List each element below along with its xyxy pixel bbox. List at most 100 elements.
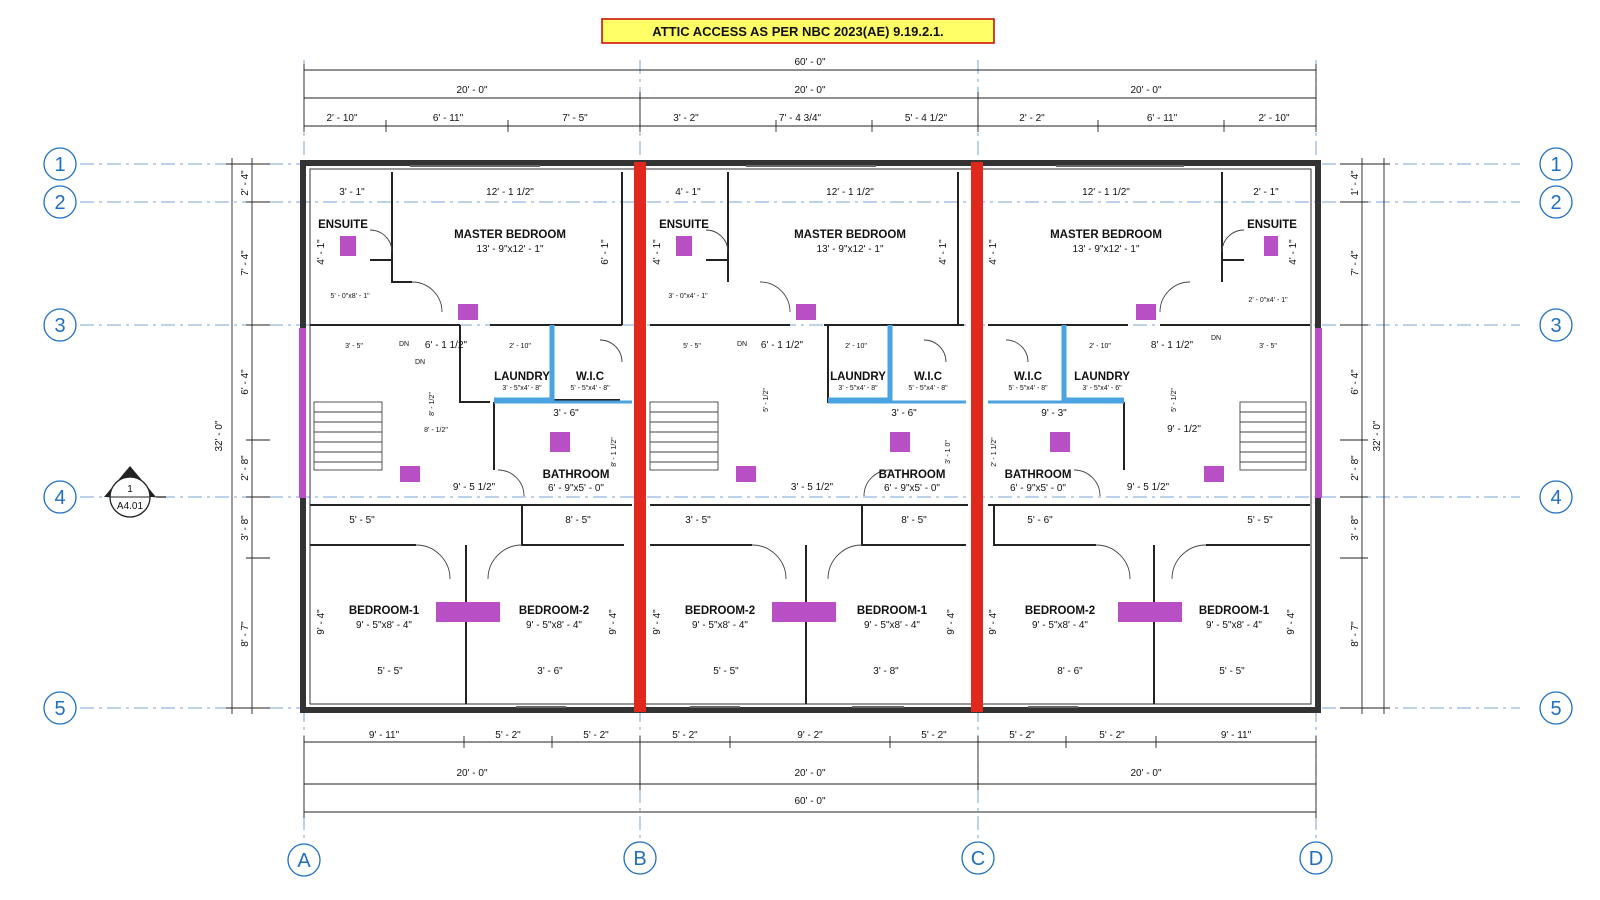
dim-segment-top: 3' - 2" [673,113,699,124]
interior-walls [310,172,1310,704]
interior-dim: 8' - 1 1/2" [611,437,618,467]
interior-dim: 5' - 5" [377,666,403,677]
grid-col-label: B [633,848,646,870]
section-marker: 1 A4.01 [104,466,166,518]
fire-wall-b [634,162,646,712]
interior-dim: 4' - 1" [316,239,327,265]
room-name: ENSUITE [1247,219,1297,231]
interior-dim: 8' - 1 1/2" [1151,340,1194,351]
dim-unit-bottom: 20' - 0" [1130,768,1161,779]
dim-unit-top: 20' - 0" [1130,85,1161,96]
room-name: BEDROOM-2 [685,605,755,617]
interior-dim: 9' - 5 1/2" [453,482,496,493]
stair-dn-label: DN [415,359,425,366]
interior-dim: 8' - 1/2" [429,392,436,416]
dim-segment-left: 3' - 8" [240,515,251,541]
interior-dim: 3' - 5" [1259,343,1277,350]
interior-dim: 9' - 4" [988,609,999,635]
interior-dim: 4' - 1" [938,239,949,265]
grid-row-label: 1 [54,154,65,176]
bottom-dimensions: 9' - 11" 5' - 2" 5' - 2" 5' - 2" 9' - 2"… [303,730,1317,818]
dim-unit-bottom: 20' - 0" [794,768,825,779]
room-size: 5' - 5"x4' - 8" [908,385,948,392]
interior-dim: 3' - 5" [345,343,363,350]
room-name: ENSUITE [318,219,368,231]
room-name: LAUNDRY [494,371,550,383]
room-size: 13' - 9"x12' - 1" [476,244,544,255]
interior-dim: 4' - 1" [988,239,999,265]
dim-segment-bottom: 9' - 2" [797,730,823,741]
interior-dim: 5' - 5" [713,666,739,677]
laundry-blue-walls [494,325,1124,404]
dim-segment-top: 2' - 10" [1258,113,1289,124]
room-size: 3' - 5"x4' - 6" [1082,385,1122,392]
interior-dim: 9' - 3" [1041,408,1067,419]
stair-dn-label: DN [399,341,409,348]
grid-row-label: 4 [54,487,65,509]
interior-dim: 5' - 6" [1027,515,1053,526]
dim-segment-bottom: 5' - 2" [583,730,609,741]
interior-dim: 12' - 1 1/2" [826,187,874,198]
grid-row-label: 1 [1550,154,1561,176]
room-name: ENSUITE [659,219,709,231]
interior-dim: 9' - 4" [608,609,619,635]
interior-dim: 8' - 1/2" [424,427,448,434]
room-size: 9' - 5"x8' - 4" [692,620,748,631]
room-name: MASTER BEDROOM [454,229,566,241]
room-size: 6' - 9"x5' - 0" [548,483,604,494]
attic-access-banner-text: ATTIC ACCESS AS PER NBC 2023(AE) 9.19.2.… [652,24,943,39]
dim-segment-right: 7' - 4" [1350,250,1361,276]
grid-row-label: 4 [1550,487,1561,509]
dim-segment-left: 8' - 7" [240,621,251,647]
room-name: W.I.C [914,371,942,383]
stair-dn-label: DN [737,341,747,348]
interior-dim: 9' - 1/2" [1167,424,1201,435]
grid-row-label: 2 [1550,192,1561,214]
dim-segment-right: 8' - 7" [1350,621,1361,647]
interior-dim: 9' - 4" [946,609,957,635]
fire-wall-c [971,162,983,712]
dim-unit-top: 20' - 0" [794,85,825,96]
top-dimensions: 60' - 0" 20' - 0" 20' - 0" 20' - 0" 2' -… [303,57,1317,132]
stairs [313,401,1307,471]
stair-dn-label: DN [1211,335,1221,342]
room-labels: MASTER BEDROOM 13' - 9"x12' - 1" ENSUITE… [318,219,1297,631]
grid-col-label: C [971,848,985,870]
room-size: 9' - 5"x8' - 4" [526,620,582,631]
room-name: BEDROOM-1 [1199,605,1270,617]
section-number: 1 [127,484,133,495]
room-name: LAUNDRY [1074,371,1130,383]
dim-segment-right: 6' - 4" [1350,369,1361,395]
grid-bubbles-rows-right: 1 2 3 4 5 [1539,147,1573,725]
dim-segment-left: 6' - 4" [240,369,251,395]
room-name: BATHROOM [1005,469,1072,481]
interior-dim: 3' - 6" [553,408,579,419]
interior-dim: 5' - 5" [683,343,701,350]
room-size: 9' - 5"x8' - 4" [864,620,920,631]
interior-dim: 12' - 1 1/2" [486,187,534,198]
dim-unit-bottom: 20' - 0" [456,768,487,779]
interior-dim: 3' - 6" [537,666,563,677]
room-name: MASTER BEDROOM [1050,229,1162,241]
room-size: 3' - 5"x4' - 8" [502,385,542,392]
dim-segment-bottom: 5' - 2" [495,730,521,741]
grid-row-label: 5 [54,698,65,720]
room-size: 9' - 5"x8' - 4" [1032,620,1088,631]
room-size: 6' - 9"x5' - 0" [1010,483,1066,494]
building-outline [299,160,1322,713]
interior-dim: 8' - 5" [565,515,591,526]
interior-dim: 6' - 1 1/2" [425,340,468,351]
interior-dim: 5' - 5" [1247,515,1273,526]
dim-overall-right: 32' - 0" [1372,420,1383,451]
room-name: BATHROOM [879,469,946,481]
room-name: LAUNDRY [830,371,886,383]
dim-segment-bottom: 5' - 2" [1009,730,1035,741]
dim-segment-bottom: 5' - 2" [1099,730,1125,741]
interior-dim: 3' - 1 0" [945,440,952,464]
room-size: 13' - 9"x12' - 1" [1072,244,1140,255]
grid-row-label: 2 [54,192,65,214]
dim-segment-top: 7' - 5" [562,113,588,124]
room-size: 13' - 9"x12' - 1" [816,244,884,255]
room-name: BEDROOM-1 [857,605,928,617]
